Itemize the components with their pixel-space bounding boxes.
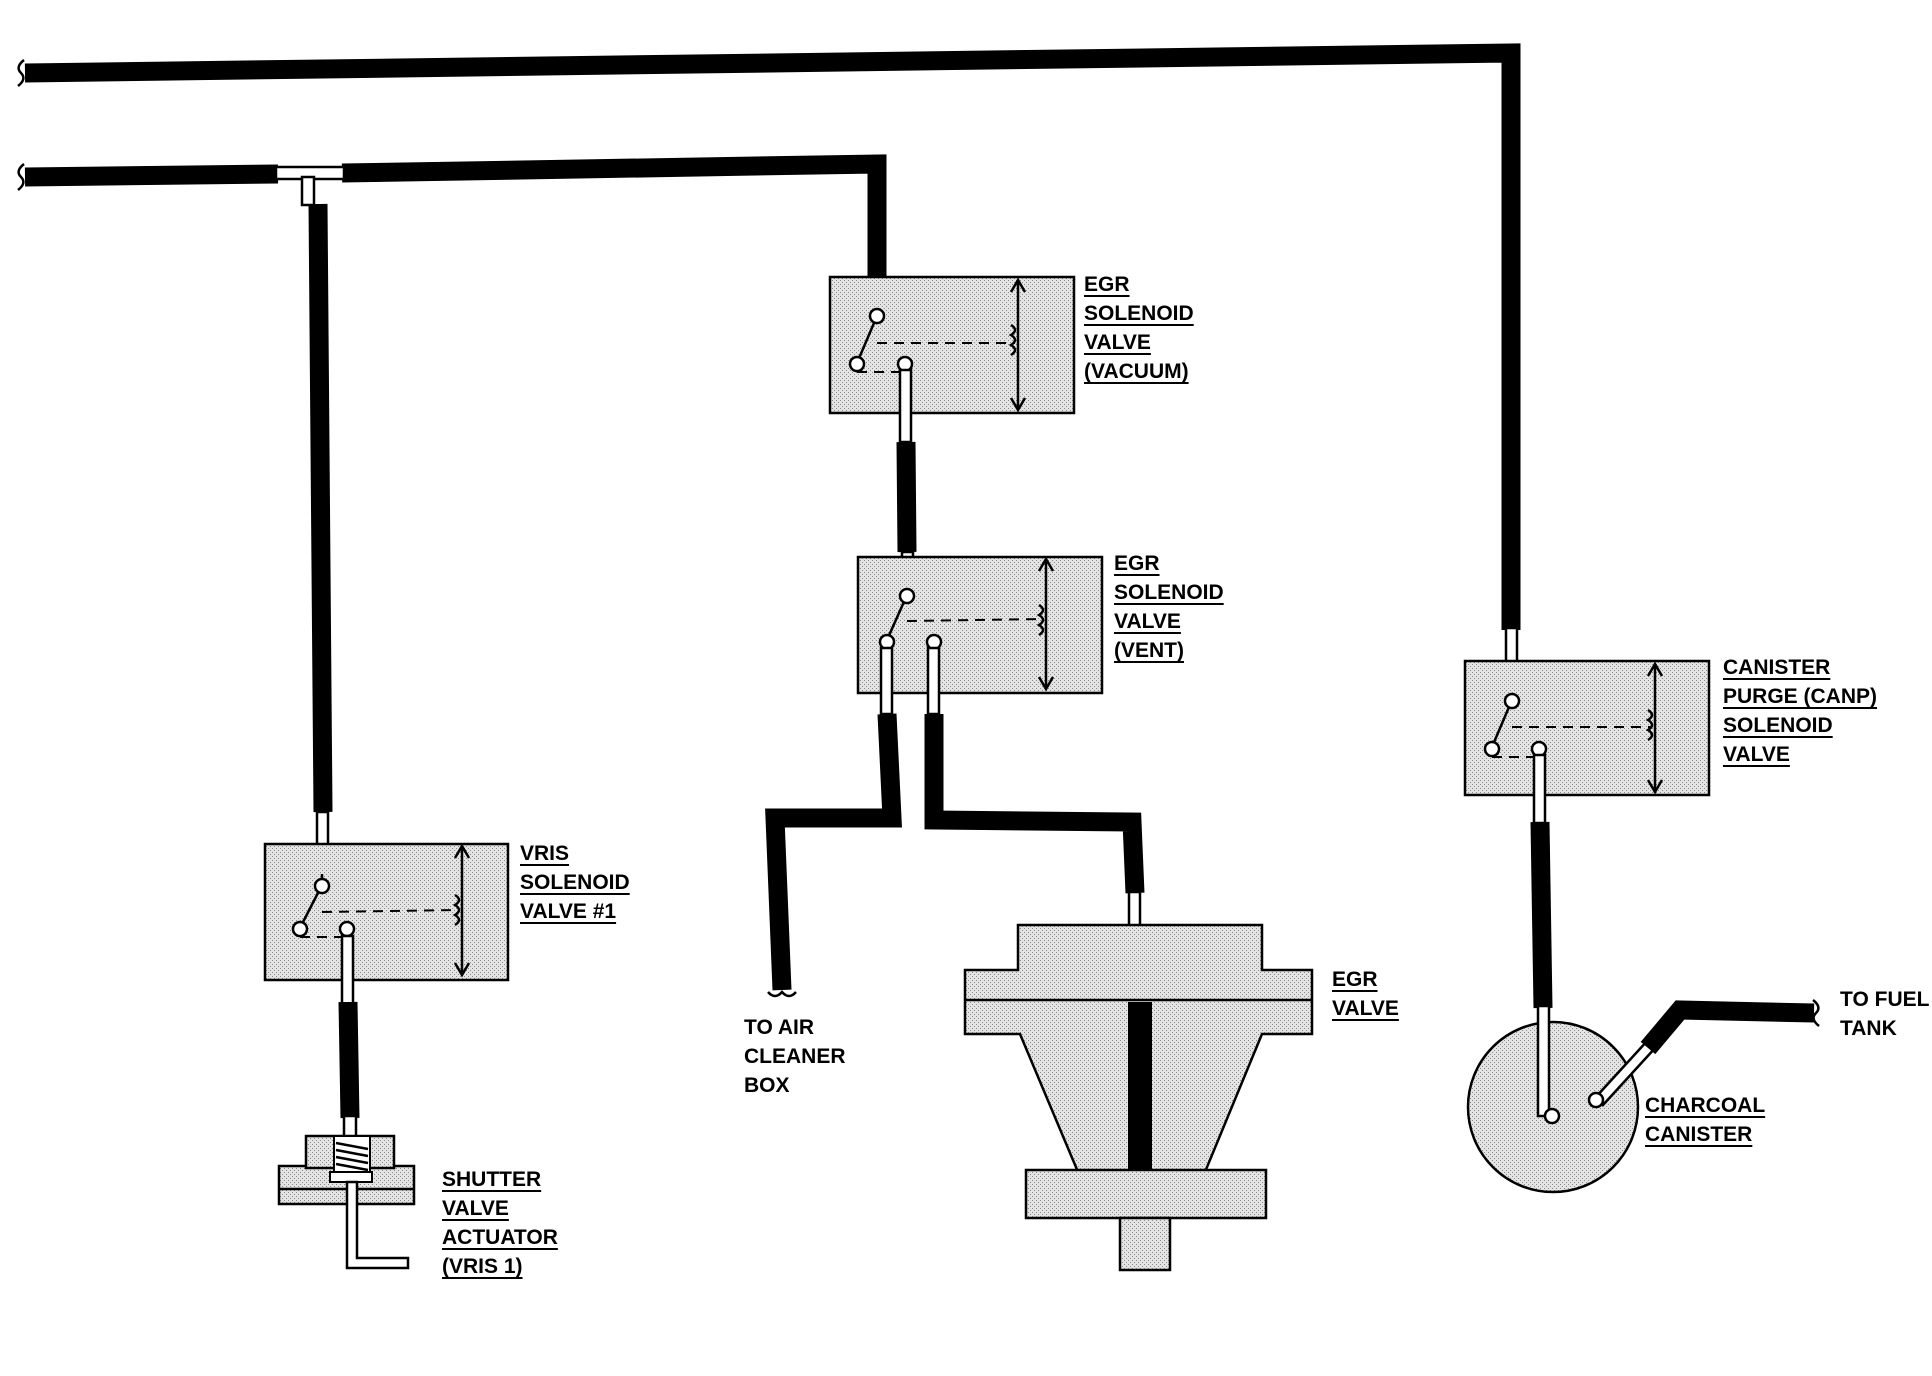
shutter-valve-actuator (277, 1134, 416, 1270)
second-vacuum-line (17, 154, 887, 278)
label-line: TO AIR (744, 1016, 814, 1039)
label-vris-solenoid: VRIS SOLENOID VALVE #1 (520, 842, 630, 924)
label-shutter-valve-actuator: SHUTTER VALVE ACTUATOR (VRIS 1) (442, 1168, 558, 1279)
egr-solenoid-valve-vacuum (828, 275, 1076, 415)
label-line: ACTUATOR (442, 1226, 558, 1249)
label-line: VALVE (1084, 331, 1151, 354)
label-line: VALVE (442, 1197, 509, 1220)
label-line: CLEANER (744, 1045, 846, 1068)
label-canister-purge-solenoid: CANISTER PURGE (CANP) SOLENOID VALVE (1723, 656, 1878, 767)
label-line: VALVE (1114, 610, 1181, 633)
label-line: EGR (1084, 273, 1130, 296)
label-line: SOLENOID (1114, 581, 1224, 604)
label-line: VALVE #1 (520, 900, 616, 923)
label-line: VALVE (1723, 743, 1790, 766)
label-egr-solenoid-vacuum: EGR SOLENOID VALVE (VACUUM) (1084, 273, 1194, 384)
label-line: CANISTER (1645, 1123, 1752, 1146)
label-egr-valve: EGR VALVE (1332, 968, 1399, 1021)
label-line: EGR (1332, 968, 1378, 991)
label-line: SOLENOID (520, 871, 630, 894)
egr-vent-solenoid-assembly (765, 550, 1145, 998)
label-line: (VENT) (1114, 639, 1184, 662)
label-egr-solenoid-vent: EGR SOLENOID VALVE (VENT) (1114, 552, 1224, 663)
top-vacuum-line (17, 43, 1521, 630)
label-line: TANK (1840, 1017, 1897, 1040)
label-line: (VRIS 1) (442, 1255, 523, 1278)
label-line: SOLENOID (1084, 302, 1194, 325)
label-line: PURGE (CANP) (1723, 685, 1877, 708)
label-air-cleaner: TO AIR CLEANER BOX (744, 1016, 846, 1097)
label-line: EGR (1114, 552, 1160, 575)
label-line: VALVE (1332, 997, 1399, 1020)
label-line: SHUTTER (442, 1168, 541, 1191)
label-line: SOLENOID (1723, 714, 1833, 737)
label-line: CANISTER (1723, 656, 1830, 679)
vris-solenoid-valve (263, 842, 510, 982)
vris-branch (263, 203, 510, 1142)
charcoal-canister (1466, 999, 1820, 1194)
label-charcoal-canister: CHARCOAL CANISTER (1645, 1094, 1765, 1147)
label-line: BOX (744, 1074, 790, 1097)
label-line: TO FUEL (1840, 988, 1930, 1011)
egr-vacuum-solenoid-assembly (828, 274, 1076, 553)
label-line: VRIS (520, 842, 569, 865)
egr-solenoid-valve-vent (856, 555, 1104, 695)
egr-valve (963, 923, 1314, 1272)
label-line: CHARCOAL (1645, 1094, 1765, 1117)
label-line: (VACUUM) (1084, 360, 1189, 383)
canp-solenoid-assembly (1463, 626, 1711, 1009)
label-fuel-tank: TO FUEL TANK (1840, 988, 1930, 1040)
